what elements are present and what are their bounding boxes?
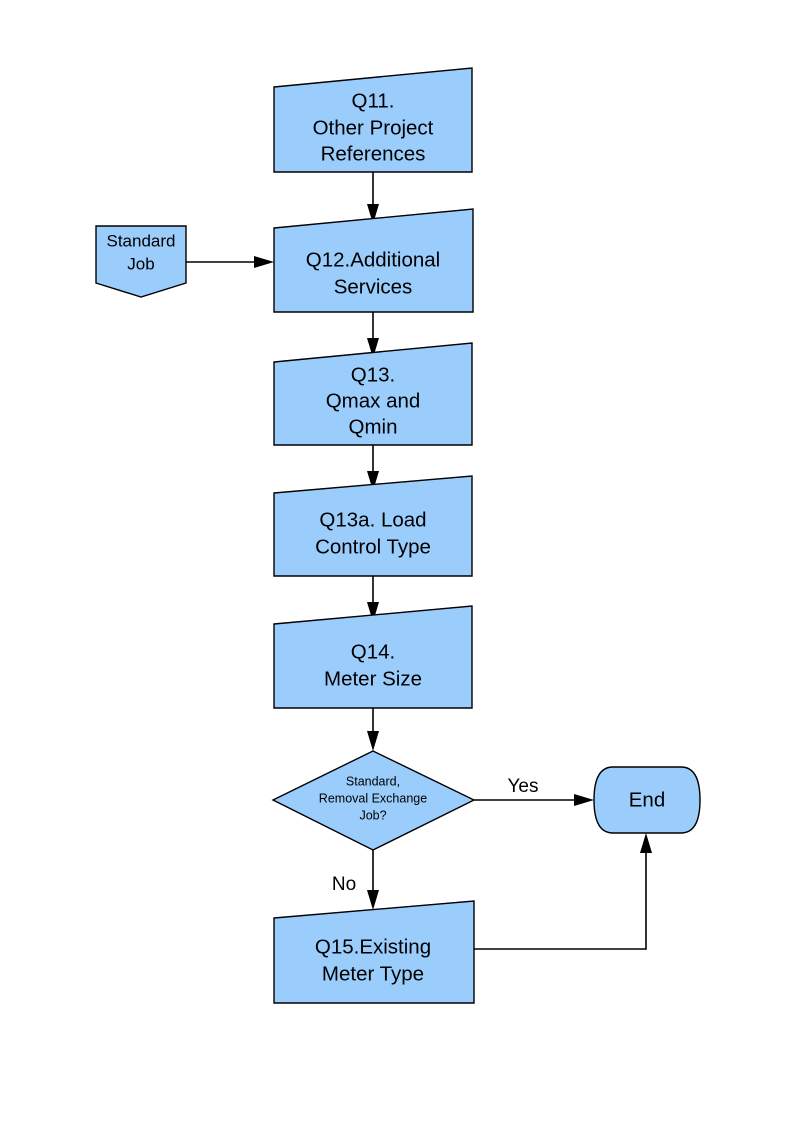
q11-label-line-1: Q11.: [352, 89, 395, 112]
q13-shape: [273, 342, 473, 446]
q13-label-line-1: Q13.: [351, 363, 395, 386]
node-q13[interactable]: Q13. Qmax and Qmin: [273, 342, 473, 446]
edge-q11-to-q12: [367, 172, 379, 224]
edge-decision-to-end: [474, 794, 594, 806]
edge-label-yes: Yes: [508, 776, 539, 797]
q13a-label-line-1: Q13a. Load: [319, 508, 426, 531]
q12-label-line-1: Q12.Additional: [306, 248, 440, 271]
standard-job-shape: [95, 225, 187, 298]
q15-label-line-2: Meter Type: [322, 962, 424, 985]
q14-label-line-2: Meter Size: [324, 667, 422, 690]
end-shape: [593, 766, 701, 834]
edge-label-no: No: [332, 874, 356, 895]
node-end[interactable]: End: [593, 766, 701, 834]
edge-q13a-to-q14: [367, 576, 379, 622]
q14-shape: [273, 605, 473, 709]
standard-job-label-line-2: Job: [127, 254, 154, 273]
standard-job-label-line-1: Standard: [107, 231, 176, 250]
edge-q13-to-q13a: [367, 445, 379, 491]
q11-label-line-3: References: [321, 142, 426, 165]
edge-q15-to-end: [474, 833, 652, 950]
edge-q14-to-decision: [367, 708, 379, 751]
edge-decision-to-q15: [367, 850, 379, 910]
decision-label-line-1: Standard,: [346, 774, 400, 788]
node-q15[interactable]: Q15.Existing Meter Type: [273, 900, 475, 1004]
q15-label-line-1: Q15.Existing: [315, 935, 431, 958]
q11-label-line-2: Other Project: [313, 116, 434, 139]
node-q13a[interactable]: Q13a. Load Control Type: [273, 475, 473, 577]
q11-shape: [273, 67, 473, 173]
end-label: End: [629, 788, 665, 811]
edge-q12-to-q13: [367, 312, 379, 358]
node-q11[interactable]: Q11. Other Project References: [273, 67, 473, 173]
node-decision[interactable]: Standard, Removal Exchange Job?: [271, 750, 476, 851]
q12-label-line-2: Services: [334, 275, 413, 298]
decision-label-line-2: Removal Exchange: [319, 791, 427, 805]
edge-standard-job-to-q12: [186, 256, 274, 268]
q13a-label-line-2: Control Type: [315, 535, 431, 558]
q14-label-line-1: Q14.: [351, 640, 395, 663]
node-q14[interactable]: Q14. Meter Size: [273, 605, 473, 709]
q13-label-line-2: Qmax and: [326, 389, 421, 412]
q15-shape: [273, 900, 475, 1004]
q13a-shape: [273, 475, 473, 577]
decision-shape: [271, 750, 476, 851]
q12-shape: [273, 208, 474, 313]
node-standard-job[interactable]: Standard Job: [95, 225, 187, 298]
decision-label-line-3: Job?: [359, 808, 386, 822]
q13-label-line-3: Qmin: [349, 415, 398, 438]
node-q12[interactable]: Q12.Additional Services: [273, 208, 474, 313]
